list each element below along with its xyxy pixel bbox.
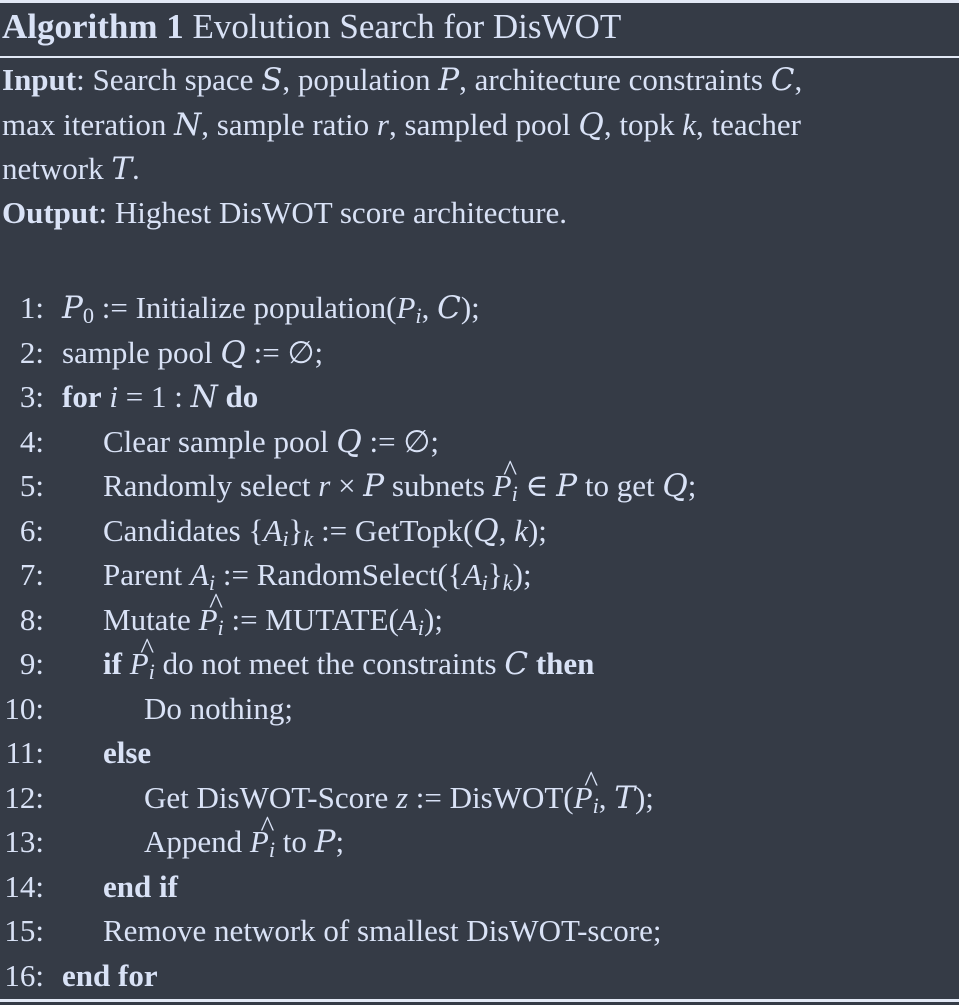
line-number: 7:	[19, 557, 44, 592]
step-line: 11: else	[0, 731, 959, 776]
step-line: 9: if Pi do not meet the constraints C t…	[0, 627, 959, 687]
input-label: Input	[2, 62, 77, 97]
step-code: else	[103, 735, 152, 770]
line-number: 15:	[4, 913, 44, 948]
step-line: 7: Parent Ai := RandomSelect({Ai}k);	[0, 553, 959, 598]
bottom-rule	[0, 999, 959, 1002]
algorithm-name: Evolution Search for DisWOT	[192, 7, 622, 46]
step-code: end for	[62, 957, 158, 993]
step-line: 4: Clear sample pool Q := ∅;	[0, 420, 959, 465]
line-number: 4:	[19, 423, 44, 459]
step-code: Parent Ai := RandomSelect({Ai}k);	[103, 557, 532, 595]
step-code: Clear sample pool Q := ∅;	[103, 423, 439, 460]
step-code: Candidates {Ai}k := GetTopk(Q, k);	[103, 512, 547, 551]
output-text: : Highest DisWOT score architecture.	[98, 195, 568, 230]
top-rule	[0, 0, 959, 3]
output-block: Output: Highest DisWOT score architectur…	[2, 191, 567, 235]
step-code: Randomly select r × P subnets Pi ∈ P to …	[103, 449, 696, 509]
algorithm-steps: 1: P0 := Initialize population(Pi, C); 2…	[0, 286, 959, 998]
line-number: 8:	[19, 601, 44, 637]
line-number: 3:	[19, 379, 44, 414]
step-line: 14: end if	[0, 865, 959, 910]
step-code: Remove network of smallest DisWOT-score;	[103, 913, 662, 948]
input-line-3: network T.	[2, 151, 140, 187]
line-number: 12:	[4, 779, 44, 815]
input-block: Input: Search space S, population P, arc…	[2, 58, 802, 192]
step-code: Append Pi to P;	[144, 805, 344, 865]
algorithm-title: Algorithm 1 Evolution Search for DisWOT	[2, 5, 621, 49]
step-code: sample pool Q := ∅;	[62, 334, 324, 371]
line-number: 10:	[4, 690, 44, 726]
step-line: 10: Do nothing;	[0, 687, 959, 732]
step-line: 16: end for	[0, 954, 959, 999]
line-number: 6:	[19, 512, 44, 548]
input-line-1: Input: Search space S, population P, arc…	[2, 62, 803, 98]
step-line: 5: Randomly select r × P subnets Pi ∈ P …	[0, 449, 959, 509]
output-label: Output	[2, 195, 99, 230]
step-line: 1: P0 := Initialize population(Pi, C);	[0, 286, 959, 331]
step-code: for i = 1 : N do	[62, 379, 259, 415]
step-line: 13: Append Pi to P;	[0, 805, 959, 865]
line-number: 11:	[5, 735, 44, 770]
algorithm-label: Algorithm 1	[2, 7, 184, 46]
step-code: Get DisWOT-Score z := DisWOT(Pi, T);	[144, 760, 654, 821]
title-rule	[0, 56, 959, 58]
line-number: 1:	[19, 290, 44, 325]
step-line: 12: Get DisWOT-Score z := DisWOT(Pi, T);	[0, 760, 959, 821]
step-code: Do nothing;	[144, 690, 293, 726]
step-line: 6: Candidates {Ai}k := GetTopk(Q, k);	[0, 509, 959, 554]
step-code: end if	[103, 868, 178, 904]
step-code: P0 := Initialize population(Pi, C);	[62, 290, 480, 328]
line-number: 9:	[19, 646, 44, 681]
input-line-2: max iteration N, sample ratio r, sampled…	[2, 106, 801, 143]
line-number: 14:	[4, 868, 44, 904]
step-line: 3: for i = 1 : N do	[0, 375, 959, 420]
step-line: 15: Remove network of smallest DisWOT-sc…	[0, 909, 959, 954]
step-line: 2: sample pool Q := ∅;	[0, 331, 959, 376]
step-code: if Pi do not meet the constraints C then	[103, 627, 594, 687]
line-number: 16:	[4, 957, 44, 993]
line-number: 5:	[19, 468, 44, 503]
line-number: 2:	[19, 334, 44, 370]
line-number: 13:	[4, 824, 44, 859]
